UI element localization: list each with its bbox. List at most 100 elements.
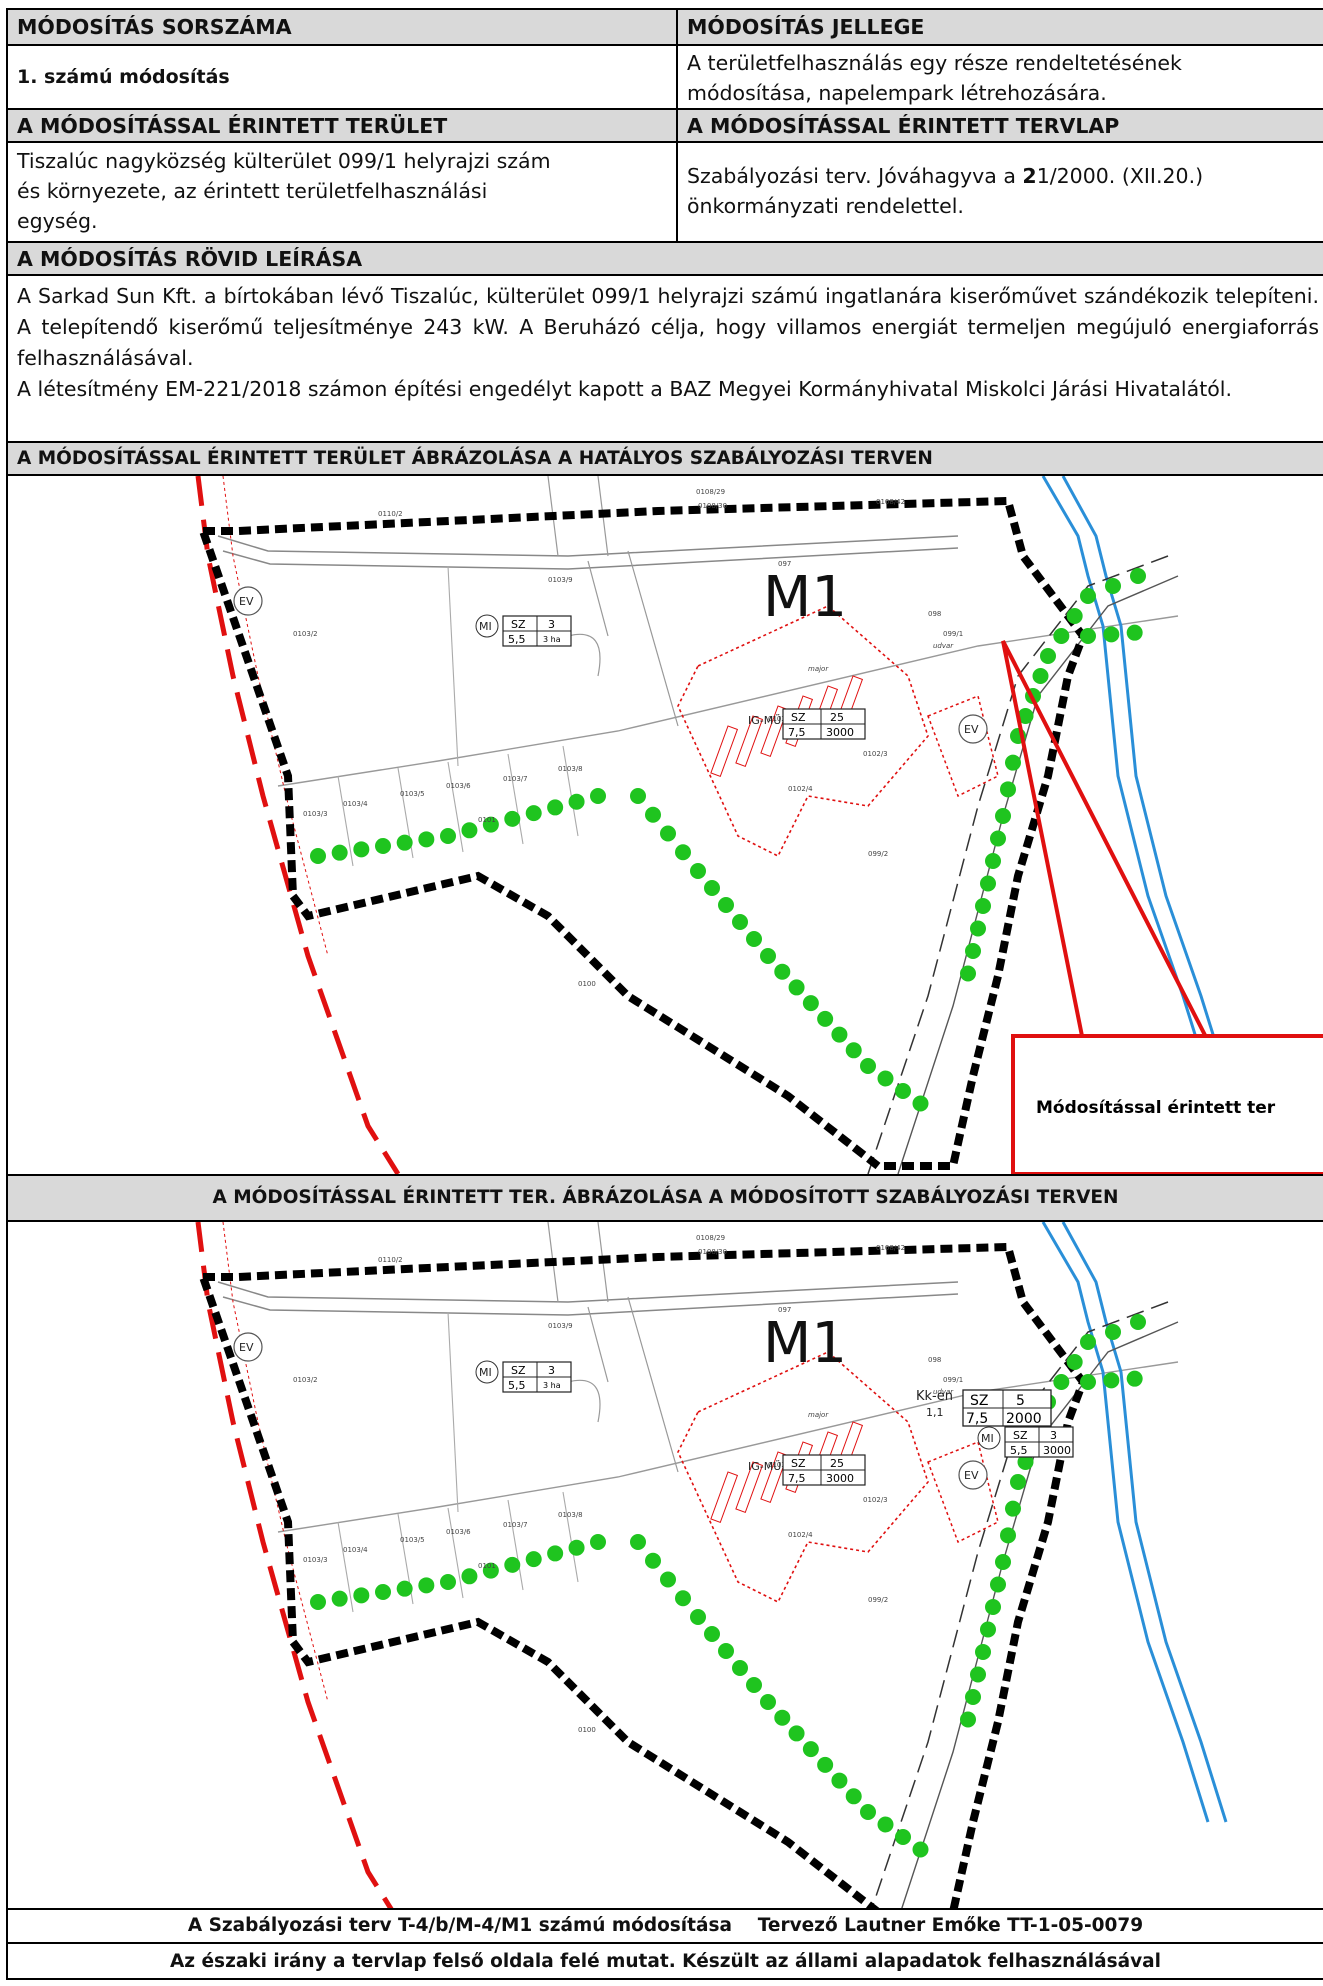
tree-dot (970, 1666, 986, 1683)
parcel-label: 0101 (478, 816, 496, 824)
building-outline (735, 715, 764, 768)
tree-dot (660, 1571, 676, 1588)
callout-text: Módosítással érintett ter (1036, 1098, 1276, 1118)
mi2-box-cell: 3 (1050, 1429, 1057, 1442)
tree-dot (630, 1534, 646, 1550)
tree-dot (831, 1026, 848, 1043)
tree-dot (895, 1829, 911, 1845)
tree-dot (1066, 608, 1083, 624)
parcel-line (447, 761, 464, 853)
parcel-label: 0103/8 (558, 765, 583, 773)
callout-box (1011, 1034, 1323, 1174)
tree-dot (912, 1841, 929, 1858)
modification-area-small (927, 694, 999, 798)
tree-dot (970, 920, 986, 937)
parcel-line (507, 1499, 524, 1591)
footer-row-1: A Szabályozási terv T-4/b/M-4/M1 számú m… (8, 1910, 1323, 1944)
parcel-label: 0108/42 (876, 498, 905, 506)
tree-dot (690, 1609, 706, 1625)
ig-box-cell: 3000 (826, 726, 854, 739)
tree-dot (990, 830, 1006, 847)
tree-dot (845, 1788, 862, 1805)
tree-dot (482, 1562, 499, 1579)
footer-row-2: Az északi irány a tervlap felső oldala f… (8, 1944, 1323, 1978)
road-dashed (867, 555, 1169, 1174)
tree-dot (568, 1539, 585, 1556)
map-current-title: A MÓDOSÍTÁSSAL ÉRINTETT TERÜLET ÁBRÁZOLÁ… (17, 447, 933, 469)
tree-dot (732, 914, 748, 930)
tree-dot (482, 816, 499, 833)
modification-row: 1. számú módosítás A területfelhasználás… (8, 46, 1323, 110)
kk-sub-label: 1,1 (926, 1406, 944, 1419)
mi-box-cell: SZ (511, 618, 526, 631)
road-line (217, 535, 959, 557)
tree-dot (975, 1644, 991, 1660)
footer-line-2: Az északi irány a tervlap felső oldala f… (169, 1951, 1162, 1972)
tree-dot (590, 1534, 606, 1550)
description-paragraph-2: A létesítmény EM-221/2018 számon építési… (17, 377, 1232, 401)
mi-box-cell: 5,5 (508, 1379, 526, 1392)
ev-label: EV (239, 1341, 254, 1354)
affected-sheet-title: A MÓDOSÍTÁSSAL ÉRINTETT TERVLAP (687, 113, 1120, 138)
tree-dot (1040, 648, 1056, 664)
parcel-label: 099/2 (868, 850, 888, 858)
parcel-label: 099/2 (868, 1596, 888, 1604)
zone-boundary (199, 496, 1088, 1170)
tree-dot (690, 863, 706, 879)
mi2-box-cell: SZ (1013, 1429, 1028, 1442)
col1-title: MÓDOSÍTÁS SORSZÁMA (17, 15, 292, 39)
parcel-label: 0103/5 (400, 1536, 425, 1544)
parcel-line (337, 1521, 354, 1613)
description-header-row: A MÓDOSÍTÁS RÖVID LEÍRÁSA (8, 243, 1323, 276)
kk-box-cell: 5 (1016, 1393, 1025, 1409)
tree-dot (1130, 1314, 1146, 1330)
parcel-label: 0103/7 (503, 1521, 528, 1529)
parcel-line (587, 560, 609, 637)
ig-label: IG-MŰ (748, 1459, 781, 1473)
red-dotted-line (222, 476, 329, 957)
tree-dot (1080, 1374, 1096, 1390)
tree-dot (525, 1551, 542, 1568)
parcel-label: 0100 (578, 1726, 596, 1734)
red-dotted-line (222, 1222, 329, 1703)
parcel-line (587, 1306, 609, 1383)
parcel-label: 0103/6 (446, 1528, 471, 1536)
tree-dot (504, 1556, 521, 1573)
tree-dot (418, 1577, 435, 1594)
affected-area: Tiszalúc nagyközség külterület 099/1 hel… (8, 143, 676, 241)
kk-box-cell: 7,5 (966, 1411, 988, 1427)
ig-box-cell: 3000 (826, 1472, 854, 1485)
tree-dot (732, 1660, 748, 1676)
tree-dot (1010, 1474, 1026, 1490)
parcel-label: 0108/29 (696, 488, 725, 496)
tree-dot (418, 831, 435, 848)
tree-dot (877, 1816, 894, 1833)
parcel-label: 0108/30 (698, 502, 727, 510)
tree-dot (960, 1711, 976, 1728)
col2-title: MÓDOSÍTÁS JELLEGE (687, 15, 925, 39)
parcel-label: 0108/29 (696, 1234, 725, 1242)
area-line-3: egység. (17, 209, 98, 233)
modification-area (677, 605, 929, 858)
tree-dot (1105, 578, 1121, 594)
mi-label: MI (479, 620, 492, 633)
parcel-label: 0103/9 (548, 576, 573, 584)
tree-dot (774, 963, 791, 980)
tree-dot (1005, 754, 1021, 771)
tree-dot (975, 898, 991, 914)
udvar-label: udvar (933, 642, 954, 650)
parcel-line (337, 775, 354, 867)
stream-line (1041, 476, 1210, 1077)
tree-dot (461, 822, 478, 839)
tree-dot (746, 1677, 762, 1693)
road-line (222, 1293, 959, 1316)
tree-dot (990, 1576, 1006, 1593)
tree-dot (985, 853, 1001, 869)
ig-box-cell: 7,5 (788, 1472, 806, 1485)
ev-label: EV (239, 595, 254, 608)
parcel-label: 0103/3 (303, 1556, 328, 1564)
tree-dot (912, 1095, 929, 1112)
tree-dot (995, 1554, 1011, 1570)
